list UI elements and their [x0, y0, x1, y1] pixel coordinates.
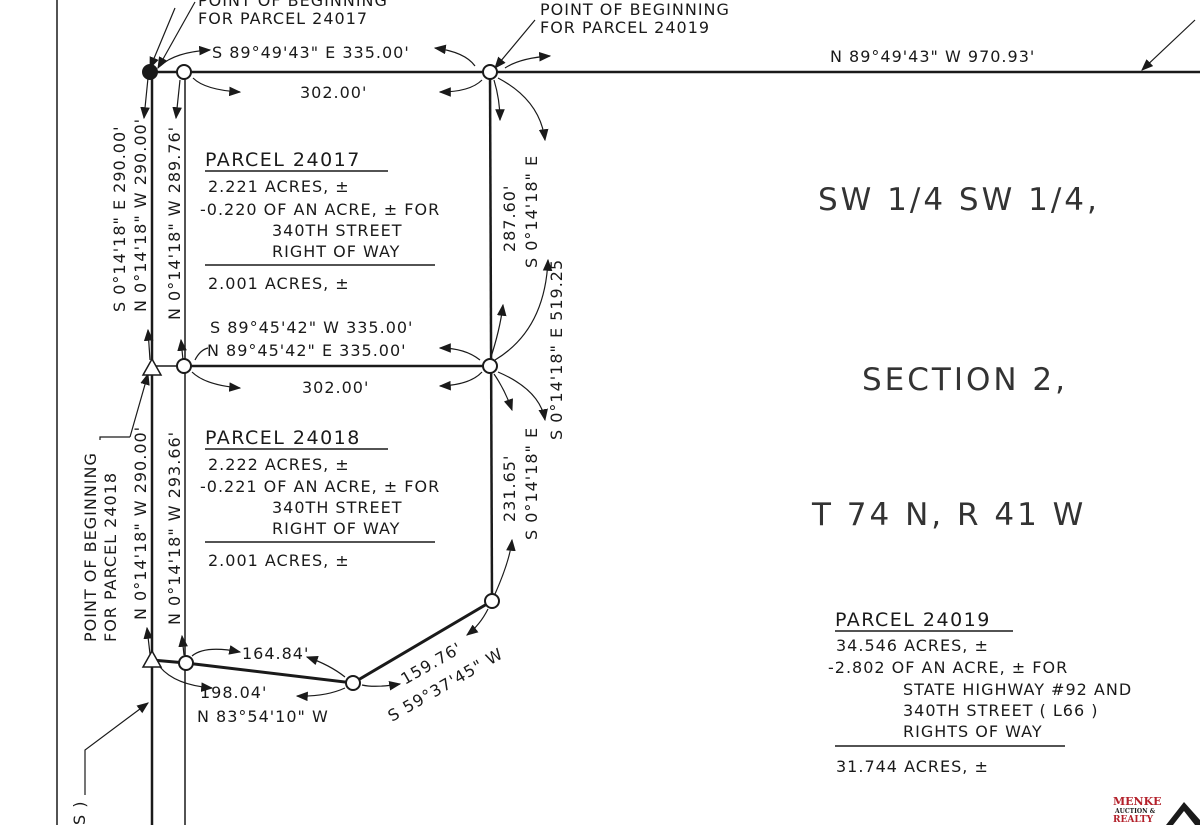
logo-text: REALTY [1113, 815, 1154, 825]
township-range-label: T 74 N, R 41 W [811, 497, 1086, 533]
bearing-label: N 83°54'10" W [197, 707, 329, 726]
distance-label: 302.00' [302, 378, 369, 397]
bearing-label: N 0°14'18" W 293.66' [165, 431, 184, 625]
parcel-line: -0.220 OF AN ACRE, ± FOR [200, 200, 440, 219]
monument-circle-icon [484, 593, 500, 609]
parcel-line: RIGHT OF WAY [272, 242, 400, 261]
pob-24018-label: FOR PARCEL 24018 [101, 472, 120, 642]
bearing-label: N 0°14'18" W 290.00' [131, 118, 150, 312]
parcel-line: 2.222 ACRES, ± [208, 455, 350, 474]
bearing-label: N 0°14'18" W 290.00' [131, 426, 150, 620]
bearing-label: N 89°45'42" E 335.00' [207, 341, 407, 360]
monument-circle-icon [178, 655, 194, 671]
parcel-net: 31.744 ACRES, ± [836, 757, 989, 776]
pob-24017-label: FOR PARCEL 24017 [198, 9, 368, 28]
parcel-line: RIGHTS OF WAY [903, 722, 1043, 741]
logo-text: AUCTION & [1114, 808, 1156, 815]
pob-24018-label: POINT OF BEGINNING [81, 452, 100, 642]
parcel-24017-block: PARCEL 24017 2.221 ACRES, ± -0.220 OF AN… [200, 149, 440, 293]
bearing-label: S 0°14'18" E 290.00' [110, 125, 129, 312]
bearing-label: N 89°49'43" W 970.93' [830, 47, 1035, 66]
parcel-line: -2.802 OF AN ACRE, ± FOR [828, 658, 1068, 677]
boundary-lines [56, 0, 1200, 825]
parcel-line: -0.221 OF AN ACRE, ± FOR [200, 477, 440, 496]
monument-circle-icon [345, 675, 361, 691]
parcel-line: STATE HIGHWAY #92 AND [903, 680, 1132, 699]
monument-circle-icon [176, 64, 192, 80]
parcel-24018-block: PARCEL 24018 2.222 ACRES, ± -0.221 OF AN… [200, 427, 440, 570]
parcel-title: PARCEL 24017 [205, 149, 361, 171]
bearing-label: S 0°14'18" E [522, 155, 541, 268]
parcel-line: 340TH STREET ( L66 ) [903, 701, 1098, 720]
bearing-label: S 0°14'18" E 519.25 [547, 259, 566, 440]
parcel-line: 340TH STREET [272, 221, 402, 240]
triangle-monument-icon [141, 357, 163, 376]
parcel-line: 34.546 ACRES, ± [836, 636, 989, 655]
triangle-monument-icon [141, 649, 163, 668]
monument-circle-icon [482, 358, 498, 374]
monument-circle-icon [176, 358, 192, 374]
pob-24017-label: POINT OF BEGINNING [198, 0, 388, 10]
bearing-label: S 0°14'18" E [522, 427, 541, 540]
distance-label: 287.60' [500, 185, 519, 252]
parcel-title: PARCEL 24018 [205, 427, 361, 449]
parcel-title: PARCEL 24019 [835, 609, 991, 631]
house-roof-icon [1166, 802, 1200, 825]
parcel-net: 2.001 ACRES, ± [208, 274, 350, 293]
distance-label: 198.04' [200, 683, 267, 702]
bearing-label: S 89°45'42" W 335.00' [210, 318, 413, 337]
pob-filled-monument-icon [142, 64, 158, 80]
parcel-line: RIGHT OF WAY [272, 519, 400, 538]
partial-label: S ) [70, 801, 89, 825]
survey-monuments [141, 64, 500, 691]
parcel-24019-block: PARCEL 24019 34.546 ACRES, ± -2.802 OF A… [828, 609, 1132, 776]
parcel-line: 340TH STREET [272, 498, 402, 517]
leader-arrows [84, 1, 1196, 795]
parcel-line: 2.221 ACRES, ± [208, 177, 350, 196]
pob-24019-label: FOR PARCEL 24019 [540, 18, 710, 37]
monument-circle-icon [482, 64, 498, 80]
quarter-label: SW 1/4 SW 1/4, [818, 182, 1100, 218]
pob-24019-label: POINT OF BEGINNING [540, 0, 730, 19]
distance-label: 302.00' [300, 83, 367, 102]
distance-label: 164.84' [242, 644, 309, 663]
bearing-label: S 89°49'43" E 335.00' [212, 43, 410, 62]
section-label: SECTION 2, [862, 362, 1068, 398]
bearing-label: N 0°14'18" W 289.76' [165, 126, 184, 320]
parcel-net: 2.001 ACRES, ± [208, 551, 350, 570]
distance-label: 231.65' [500, 455, 519, 522]
logo-text: MENKE [1113, 795, 1162, 808]
menke-logo: MENKE AUCTION & REALTY [1113, 795, 1200, 825]
